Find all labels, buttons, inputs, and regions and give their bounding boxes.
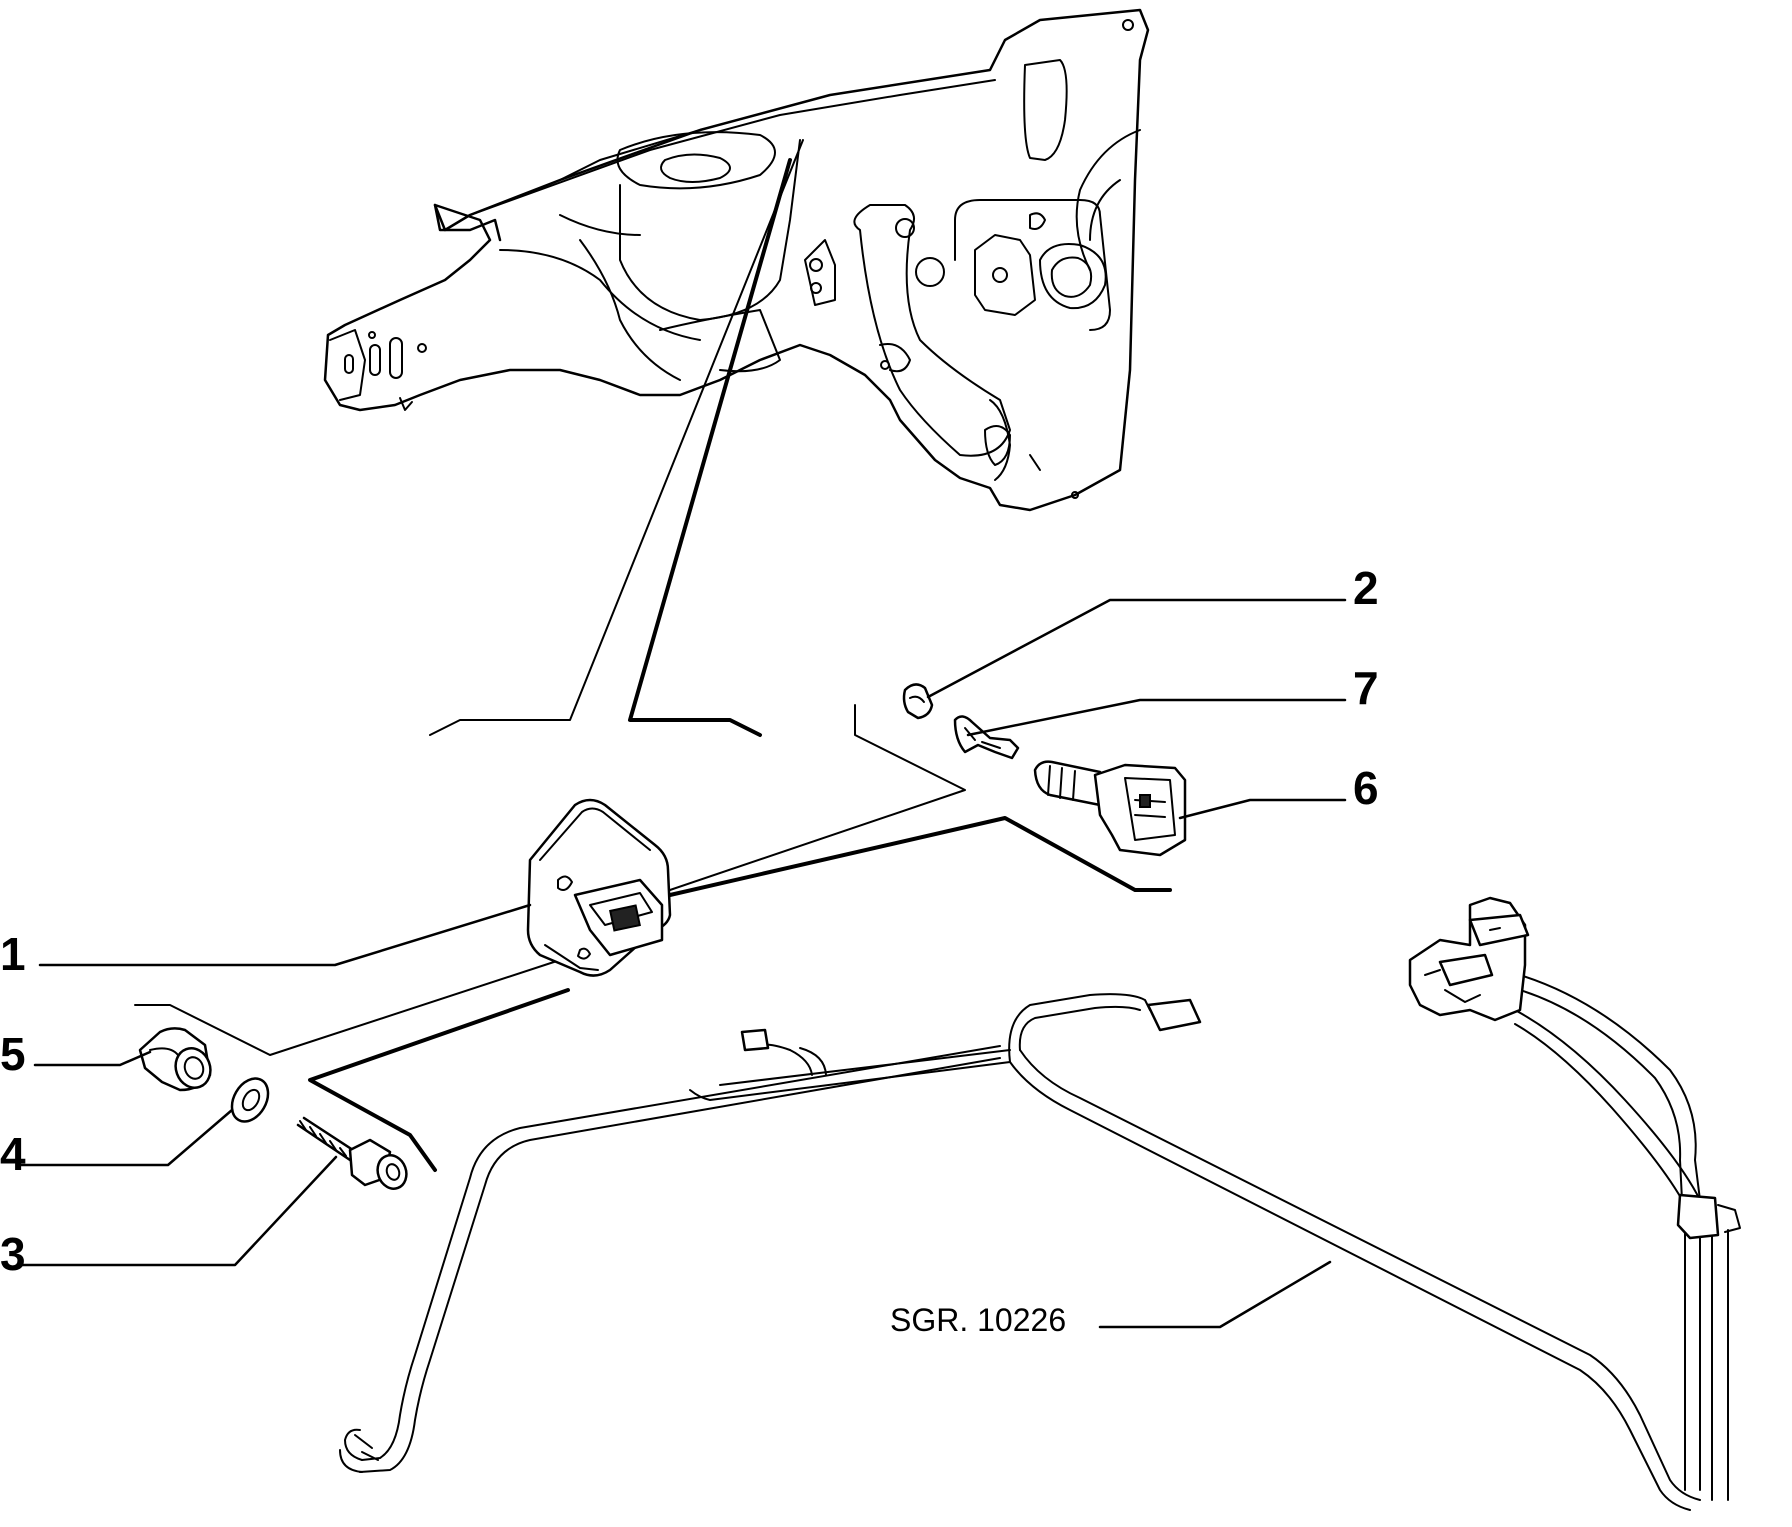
- callout-5: 5: [0, 1028, 26, 1080]
- callout-3: 3: [0, 1228, 26, 1280]
- leader-lines: [18, 598, 1347, 1329]
- part-6-connector: [1033, 760, 1187, 857]
- wiring-harness: [339, 896, 1741, 1511]
- leader-sgr: [1098, 1260, 1332, 1329]
- body-panel: [323, 8, 1150, 512]
- leader-1: [38, 903, 532, 967]
- sgr-reference-label: SGR. 10226: [890, 1302, 1066, 1338]
- part-1-switch: [526, 798, 672, 977]
- callout-2: 2: [1353, 562, 1379, 614]
- leader-3: [18, 1155, 338, 1267]
- callout-6: 6: [1353, 762, 1379, 814]
- leader-4: [18, 1108, 234, 1167]
- assembly-guide-lines: [134, 139, 1172, 1172]
- part-2-clip: [902, 683, 934, 720]
- leader-7: [966, 698, 1347, 737]
- part-4-washer: [230, 1077, 270, 1123]
- callout-7: 7: [1353, 662, 1379, 714]
- leader-6: [1178, 798, 1347, 820]
- callout-1: 1: [0, 928, 26, 980]
- leader-5: [33, 1050, 152, 1067]
- part-5-bushing: [138, 1027, 212, 1092]
- callout-labels: 2 7 6 1 5 4 3 SGR. 10226: [0, 562, 1379, 1338]
- callout-4: 4: [0, 1128, 26, 1180]
- leader-2: [926, 598, 1347, 699]
- part-3-screw: [296, 1116, 408, 1190]
- part-7-contact: [953, 715, 1020, 760]
